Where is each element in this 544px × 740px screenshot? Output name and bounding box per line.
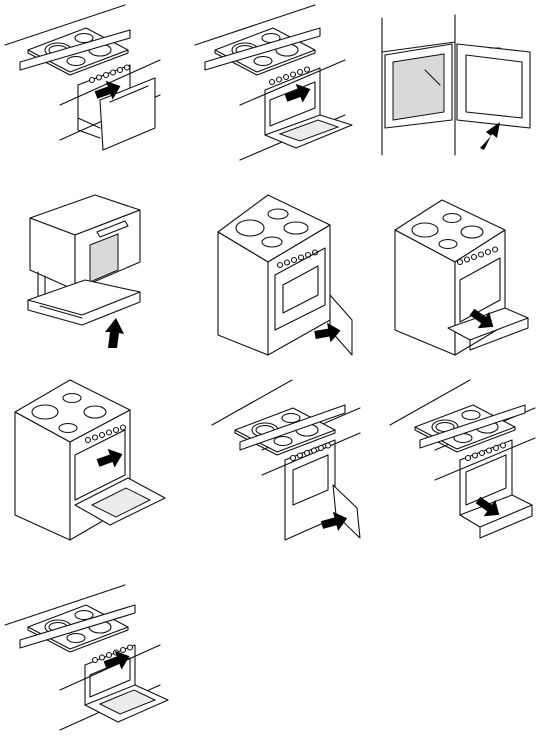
panel-wall-oven-side-door xyxy=(381,14,531,156)
panel-built-in-drop-door xyxy=(194,4,353,161)
panel-built-in-drawer xyxy=(389,379,536,539)
panel-microwave-over-range xyxy=(27,194,141,348)
arrow-icon xyxy=(105,318,124,348)
panel-built-in-side-door xyxy=(211,379,361,541)
panel-freestanding-side-door xyxy=(217,194,353,356)
arrow-icon xyxy=(480,122,500,150)
panel-built-in-drop-door-2 xyxy=(4,584,169,731)
panel-freestanding-drawer xyxy=(394,199,529,356)
panel-freestanding-drop-door xyxy=(14,379,166,541)
panel-built-in-drawer-door xyxy=(4,4,161,151)
